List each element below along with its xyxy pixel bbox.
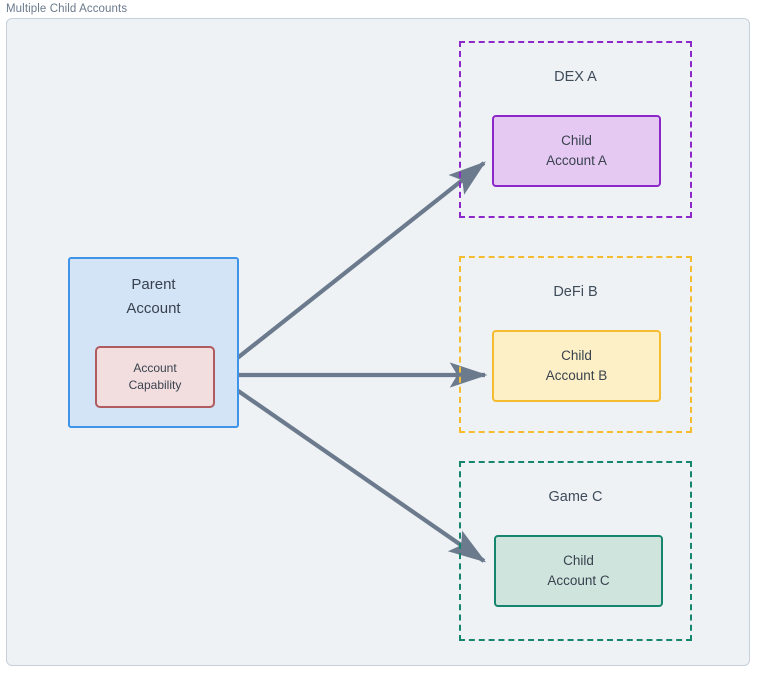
- group-label-defi-b: DeFi B: [553, 284, 598, 300]
- group-label-game-c: Game C: [548, 489, 603, 505]
- child-account-b-box[interactable]: Child Account B: [492, 330, 661, 402]
- parent-account-title-line2: Account: [126, 300, 181, 317]
- group-label-dex-a: DEX A: [554, 69, 597, 85]
- account-capability-box[interactable]: Account Capability: [95, 346, 215, 408]
- child-account-b-label-line1: Child: [561, 348, 592, 363]
- child-account-a-box[interactable]: Child Account A: [492, 115, 661, 187]
- diagram-title: Multiple Child Accounts: [6, 3, 128, 15]
- child-account-c-label-line2: Account C: [547, 573, 610, 588]
- parent-account-title-line1: Parent: [131, 276, 176, 293]
- parent-account-box[interactable]: Parent Account Account Capability: [68, 257, 239, 428]
- account-capability-label-line1: Account: [133, 361, 177, 375]
- parent-account-title: Parent Account: [70, 273, 237, 321]
- child-account-a-label-line1: Child: [561, 133, 592, 148]
- child-account-c-label-line1: Child: [563, 553, 594, 568]
- group-defi-b[interactable]: DeFi B: [459, 256, 692, 433]
- group-game-c[interactable]: Game C: [459, 461, 692, 641]
- child-account-c-box[interactable]: Child Account C: [494, 535, 663, 607]
- child-account-b-label-line2: Account B: [545, 368, 608, 383]
- child-account-a-label-line2: Account A: [546, 153, 607, 168]
- account-capability-label-line2: Capability: [128, 378, 182, 392]
- group-dex-a[interactable]: DEX A: [459, 41, 692, 218]
